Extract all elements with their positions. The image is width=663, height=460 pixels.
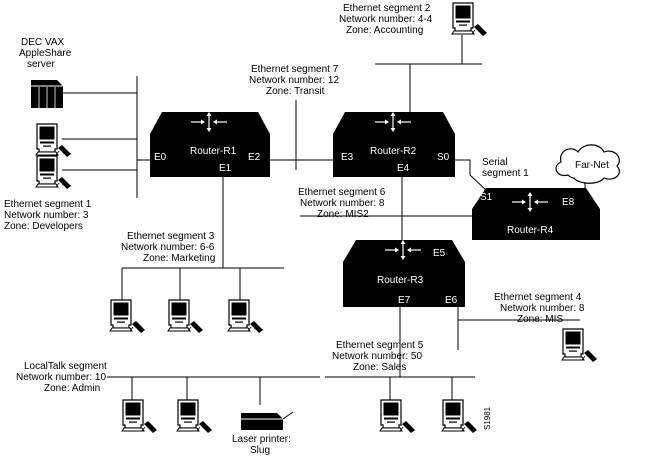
router-r3-port-e5: E5: [433, 248, 446, 259]
svg-text:Zone: Sales: Zone: Sales: [353, 362, 406, 373]
developers-mac-2: [35, 155, 72, 190]
segment-4-label: Ethernet segment 4 Network number: 8 Zon…: [494, 292, 585, 325]
segment-6-label: Ethernet segment 6 Network number: 8 Zon…: [298, 187, 386, 220]
marketing-mac-2: [167, 299, 204, 334]
router-r2-port-e4: E4: [397, 163, 410, 174]
router-r4-port-e8: E8: [562, 197, 575, 208]
router-r1-port-e2: E2: [248, 152, 261, 163]
developers-mac-1: [35, 123, 72, 158]
svg-text:Ethernet segment 7: Ethernet segment 7: [251, 64, 339, 75]
router-r1-port-e1: E1: [219, 163, 232, 174]
router-r1-label: Router-R1: [190, 146, 237, 157]
far-net-cloud: Far-Net: [555, 144, 620, 184]
dec-vax-server: [31, 80, 63, 108]
svg-text:Ethernet segment 3: Ethernet segment 3: [127, 231, 215, 242]
segment-5-label: Ethernet segment 5 Network number: 50 Zo…: [332, 340, 424, 373]
svg-text:server: server: [27, 59, 55, 70]
localtalk-segment-label: LocalTalk segment Network number: 10 Zon…: [16, 361, 107, 394]
svg-text:Ethernet segment 1: Ethernet segment 1: [4, 199, 92, 210]
laser-printer: [241, 411, 294, 430]
serial-segment-1-link: [455, 159, 489, 193]
svg-text:Ethernet segment 5: Ethernet segment 5: [336, 340, 424, 351]
svg-text:Network number: 8: Network number: 8: [500, 303, 585, 314]
svg-text:Network number: 4-4: Network number: 4-4: [339, 14, 433, 25]
svg-text:Network number: 50: Network number: 50: [332, 351, 422, 362]
svg-text:Serial: Serial: [482, 157, 508, 168]
router-r4: S1 E8 Router-R4: [472, 188, 600, 240]
router-r3-label: Router-R3: [377, 275, 424, 286]
router-r3-port-e6: E6: [445, 295, 458, 306]
marketing-mac-1: [109, 299, 146, 334]
svg-text:Zone: Developers: Zone: Developers: [4, 221, 83, 232]
svg-text:Ethernet segment 4: Ethernet segment 4: [494, 292, 582, 303]
far-net-label: Far-Net: [575, 160, 609, 171]
svg-text:LocalTalk segment: LocalTalk segment: [24, 361, 107, 372]
svg-text:Laser printer:: Laser printer:: [232, 434, 291, 445]
svg-text:Zone: Accounting: Zone: Accounting: [346, 25, 423, 36]
network-wires: [62, 35, 586, 405]
figure-id: S1981: [483, 406, 492, 430]
svg-text:DEC VAX: DEC VAX: [21, 37, 64, 48]
svg-text:Zone: MIS: Zone: MIS: [517, 314, 563, 325]
segment-2-label: Ethernet segment 2 Network number: 4-4 Z…: [339, 3, 433, 36]
svg-text:Network number: 8: Network number: 8: [300, 198, 385, 209]
router-r3: E5 Router-R3 E7 E6: [343, 239, 465, 307]
segment-3-label: Ethernet segment 3 Network number: 6-6 Z…: [121, 231, 215, 264]
admin-mac-2: [176, 399, 213, 434]
router-r2-label: Router-R2: [370, 146, 417, 157]
svg-text:Zone: Marketing: Zone: Marketing: [143, 253, 215, 264]
svg-text:Ethernet segment 2: Ethernet segment 2: [343, 3, 431, 14]
segment-7-label: Ethernet segment 7 Network number: 12 Zo…: [249, 64, 339, 97]
laser-printer-label: Laser printer: Slug: [232, 434, 291, 456]
router-r1: E0 Router-R1 E2 E1: [150, 111, 270, 177]
svg-text:segment 1: segment 1: [482, 168, 529, 179]
svg-text:Network number: 12: Network number: 12: [249, 75, 339, 86]
router-r4-port-s1: S1: [480, 192, 493, 203]
sales-mac-2: [441, 399, 478, 434]
router-r2: E3 Router-R2 S0 E4: [333, 111, 455, 177]
router-r3-port-e7: E7: [398, 295, 411, 306]
router-r2-port-s0: S0: [437, 152, 450, 163]
router-r1-port-e0: E0: [154, 152, 167, 163]
svg-text:Zone: Transit: Zone: Transit: [266, 86, 325, 97]
serial-segment-label: Serial segment 1: [482, 157, 529, 179]
svg-text:Network number: 10: Network number: 10: [16, 372, 106, 383]
svg-text:Zone: MIS2: Zone: MIS2: [317, 209, 369, 220]
sales-mac-1: [379, 399, 416, 434]
router-r2-port-e3: E3: [341, 152, 354, 163]
mis-mac: [561, 328, 598, 363]
svg-text:Network number: 3: Network number: 3: [4, 210, 89, 221]
svg-text:Zone: Admin: Zone: Admin: [44, 383, 100, 394]
svg-text:Ethernet segment 6: Ethernet segment 6: [298, 187, 386, 198]
admin-mac-1: [121, 399, 158, 434]
dec-vax-label: DEC VAX AppleShare server: [19, 37, 72, 70]
svg-text:AppleShare: AppleShare: [19, 48, 72, 59]
router-r4-label: Router-R4: [507, 225, 554, 236]
svg-text:Network number: 6-6: Network number: 6-6: [121, 242, 215, 253]
svg-text:Slug: Slug: [250, 445, 270, 456]
segment-1-label: Ethernet segment 1 Network number: 3 Zon…: [4, 199, 92, 232]
marketing-mac-3: [227, 299, 264, 334]
accounting-mac: [451, 2, 488, 37]
